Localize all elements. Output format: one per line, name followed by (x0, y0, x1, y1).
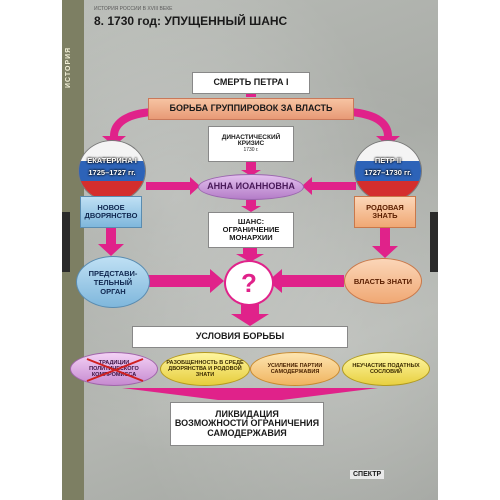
liquidation-line-3: САМОДЕРЖАВИЯ (207, 427, 287, 438)
arrow-clan-power (372, 228, 398, 258)
flag-peter-years: 1727–1730 гг. (364, 168, 412, 177)
flag-catherine-years: 1725–1727 гг. (88, 168, 136, 177)
arrow-death-struggle (246, 93, 256, 97)
arrow-struggle-left (102, 108, 152, 146)
clan-nobility-line-2: ЗНАТЬ (372, 211, 398, 220)
arrow-shans-q (236, 248, 264, 262)
new-nobility-line-1: НОВОЕ (97, 203, 125, 213)
liquidation-line-2: ВОЗМОЖНОСТИ ОГРАНИЧЕНИЯ (174, 418, 320, 429)
clan-nobility-line-1: РОДОВАЯ (366, 203, 404, 213)
node-conditions: УСЛОВИЯ БОРЬБЫ (132, 326, 348, 348)
side-tab-right (430, 212, 438, 272)
node-anna: АННА ИОАННОВНА (198, 174, 304, 200)
flag-peter-ii: ПЕТР II 1727–1730 гг. (354, 140, 422, 202)
repr-line-3: ОРГАН (100, 286, 126, 296)
flag-catherine: ЕКАТЕРИНА I 1725–1727 гг. (78, 140, 146, 202)
arrow-q-conditions (231, 302, 269, 326)
crisis-title: ДИНАСТИЧЕСКИЙ КРИЗИС (221, 133, 281, 148)
arrow-repr-q (148, 269, 224, 293)
condition-disunity: РАЗОБЩЕННОСТЬ В СРЕДЕ ДВОРЯНСТВА И РОДОВ… (160, 352, 250, 386)
publisher-logo: СПЕКТР (350, 470, 385, 479)
arrows-layer (98, 93, 400, 400)
crisis-year: 1730 г. (243, 147, 259, 154)
chance-line-3: МОНАРХИИ (229, 232, 273, 242)
arrow-newnob-repr (98, 228, 124, 256)
new-nobility-line-2: ДВОРЯНСТВО (84, 211, 138, 220)
arrow-struggle-right (350, 108, 400, 146)
flag-catherine-name: ЕКАТЕРИНА I (87, 156, 137, 165)
side-tab-left (62, 212, 70, 272)
arrow-right-anna (302, 177, 356, 195)
arrow-left-anna (146, 177, 200, 195)
node-struggle: БОРЬБА ГРУППИРОВОК ЗА ВЛАСТЬ (148, 98, 354, 120)
node-death-peter: СМЕРТЬ ПЕТРА I (192, 72, 310, 94)
poster: ИСТОРИЯ ИСТОРИЯ РОССИИ В XVIII ВЕКЕ 8. 1… (62, 0, 438, 500)
liquidation-line-1: ЛИКВИДАЦИЯ (215, 408, 279, 419)
arrow-crisis-anna (241, 162, 261, 176)
cross-out-icon (86, 358, 144, 382)
node-liquidation: ЛИКВИДАЦИЯ ВОЗМОЖНОСТИ ОГРАНИЧЕНИЯ САМОД… (170, 402, 324, 446)
chance-line-1: ШАНС: (237, 217, 265, 227)
node-question: ? (224, 260, 274, 306)
repr-line-1: ПРЕДСТАВИ- (88, 268, 138, 278)
flag-peter-name: ПЕТР II (374, 156, 402, 165)
condition-autocracy-party: УСИЛЕНИЕ ПАРТИИ САМОДЕРЖАВИЯ (250, 352, 340, 386)
arrow-anna-shans (241, 200, 261, 212)
arrow-funnel (122, 388, 378, 400)
condition-taxpayers: НЕУЧАСТИЕ ПОДАТНЫХ СОСЛОВИЙ (342, 352, 430, 386)
series-title: ИСТОРИЯ РОССИИ В XVIII ВЕКЕ (94, 6, 173, 12)
repr-line-2: ТЕЛЬНЫЙ (93, 277, 133, 287)
page-title: 8. 1730 год: УПУЩЕННЫЙ ШАНС (94, 14, 288, 28)
condition-compromise: ТРАДИЦИИ ПОЛИТИЧЕСКОГО КОМПРОМИССА (70, 352, 158, 386)
arrow-power-q (268, 269, 344, 293)
node-nobility-power: ВЛАСТЬ ЗНАТИ (344, 258, 422, 304)
node-chance: ШАНС: ОГРАНИЧЕНИЕ МОНАРХИИ (208, 212, 294, 248)
chance-line-2: ОГРАНИЧЕНИЕ (222, 225, 280, 235)
